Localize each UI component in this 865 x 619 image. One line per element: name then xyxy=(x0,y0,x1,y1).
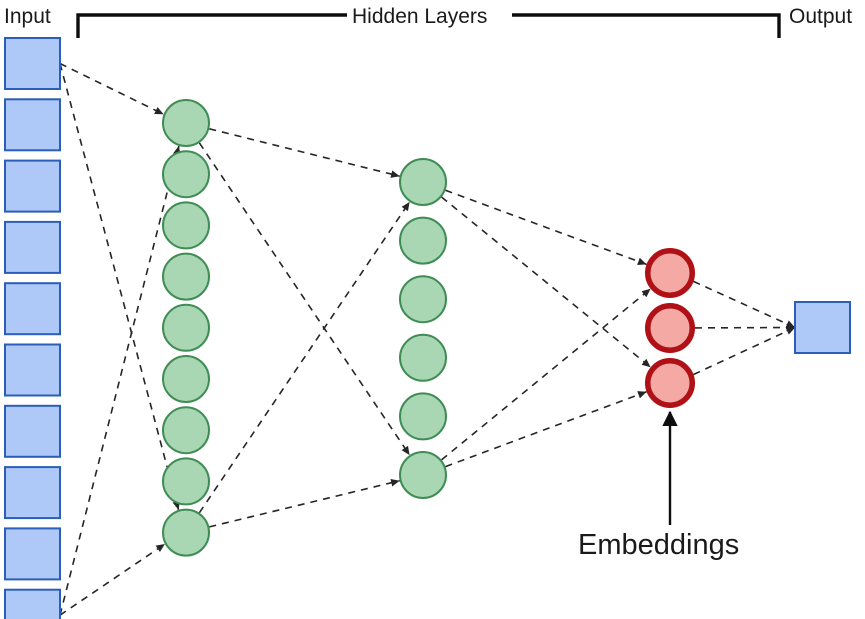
connection-edges xyxy=(59,62,796,616)
connection-edge xyxy=(59,62,164,116)
output-layer-node-0 xyxy=(794,301,851,354)
input-layer-node-9 xyxy=(4,588,61,619)
connection-edge xyxy=(59,63,180,511)
embedding-layer-node-0 xyxy=(645,248,695,298)
input-layer-node-3 xyxy=(4,220,61,274)
output-layer-nodes xyxy=(794,301,851,354)
input-layer-node-2 xyxy=(4,159,61,213)
output-label: Output xyxy=(789,5,853,28)
hidden-layer-1-node-1 xyxy=(162,150,210,199)
hidden-layer-2-node-5 xyxy=(399,451,447,499)
hidden-layer-2-node-0 xyxy=(399,158,447,206)
connection-edge xyxy=(209,479,400,528)
input-layer-node-0 xyxy=(4,37,61,90)
input-layer-node-4 xyxy=(4,282,61,336)
hidden-layer-1-node-2 xyxy=(162,201,210,250)
input-layer-node-6 xyxy=(4,404,61,458)
connection-edge xyxy=(198,142,411,456)
embedding-layer-nodes xyxy=(645,248,695,408)
hidden-layer-1-node-3 xyxy=(162,252,210,301)
input-layer-node-1 xyxy=(4,98,61,152)
connection-edge xyxy=(693,326,796,376)
connection-edge xyxy=(59,543,166,616)
input-layer-node-8 xyxy=(4,527,61,581)
hidden-layer-1-node-8 xyxy=(162,508,210,557)
input-layer-nodes xyxy=(4,37,61,619)
connection-edge xyxy=(59,145,181,616)
embedding-layer-node-1 xyxy=(645,303,695,353)
hidden-layer-2-node-1 xyxy=(399,216,447,265)
hidden-layer-2-nodes xyxy=(399,158,447,499)
hidden-layer-2-node-2 xyxy=(399,275,447,324)
connection-edge xyxy=(209,128,400,178)
embeddings-label: Embeddings xyxy=(578,529,740,561)
hidden-layer-1-node-5 xyxy=(162,355,210,403)
hidden-layer-2-node-3 xyxy=(399,333,447,382)
hidden-layer-2-node-4 xyxy=(399,392,447,441)
connection-edge xyxy=(445,390,647,468)
hidden-layer-1-node-0 xyxy=(162,99,210,147)
connection-edge xyxy=(441,196,652,368)
hidden-layer-1-node-4 xyxy=(162,303,210,352)
hidden-layer-1-nodes xyxy=(162,99,210,557)
input-layer-node-5 xyxy=(4,343,61,397)
hidden-layers-label: Hidden Layers xyxy=(352,5,488,28)
hidden-layer-1-node-7 xyxy=(162,457,210,506)
embedding-layer-node-2 xyxy=(645,358,695,408)
connection-edge xyxy=(693,280,796,329)
connection-edge xyxy=(441,288,652,461)
hidden-layers-bracket xyxy=(76,13,781,38)
connection-edge xyxy=(198,201,411,514)
connection-edge xyxy=(445,189,647,266)
input-layer-node-7 xyxy=(4,466,61,520)
input-label: Input xyxy=(4,5,51,28)
hidden-layer-1-node-6 xyxy=(162,406,210,455)
